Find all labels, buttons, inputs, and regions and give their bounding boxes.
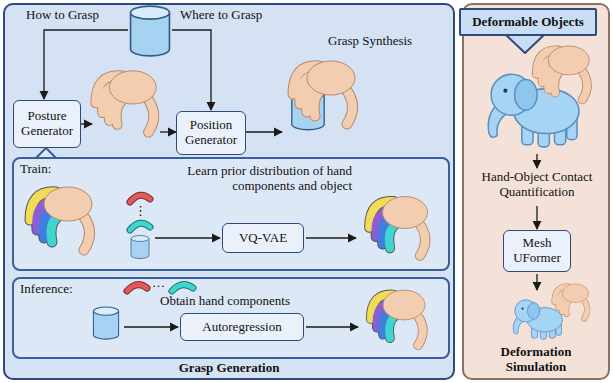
- hand-components: [369, 197, 427, 256]
- node-title: Position Generator: [181, 118, 241, 148]
- node-title: Mesh UFormer: [508, 236, 566, 266]
- elephant-object: [488, 74, 579, 147]
- flow-arrow: [536, 206, 537, 229]
- panel-ground: [462, 3, 610, 380]
- block-arrow: [505, 34, 545, 53]
- deformed-elephant: [513, 300, 562, 339]
- component-outline: [127, 285, 147, 291]
- panel-ground: [12, 277, 450, 359]
- group-panel: Grasp Generation Posture Generator Positio…: [3, 3, 455, 380]
- panel-ground: [12, 157, 450, 271]
- process-box: Mesh UFormer: [503, 230, 571, 272]
- hand-contact: [537, 46, 590, 100]
- input-box: Deformable Objects: [459, 8, 597, 36]
- hand-component: [130, 223, 150, 230]
- process-box: Autoregression: [180, 313, 304, 341]
- node-title: Grasp Generation: [5, 361, 453, 376]
- component-outline: [172, 285, 193, 291]
- node-note: Obtain hand components: [160, 294, 290, 309]
- hand-posture: [96, 71, 156, 132]
- group-panel: Deformation Simulation Deformable Objects…: [462, 3, 610, 380]
- flow-arrow: [155, 237, 220, 238]
- flow-arrow: [306, 237, 356, 238]
- node-title: Autoregression: [202, 320, 281, 335]
- stage-panel: Inference: Obtain hand componentsAutoregr…: [12, 277, 450, 359]
- flow-arrow: [536, 274, 537, 290]
- flow-arrow: [80, 123, 92, 124]
- process-box: Posture Generator: [13, 100, 81, 148]
- node-title: Posture Generator: [18, 109, 76, 139]
- hand-component: [130, 195, 150, 202]
- flow-arrow: [160, 131, 176, 132]
- object-cylinder: [131, 6, 170, 56]
- object-cylinder: [131, 236, 149, 259]
- hand-contact: [555, 284, 589, 319]
- annotation-label: Hand-Object Contact Quantification: [476, 170, 598, 200]
- hand-components: [30, 187, 92, 250]
- flow-arrow: [536, 154, 537, 168]
- process-box: Position Generator: [176, 111, 246, 155]
- flow-line: [172, 30, 211, 110]
- hand-components: [371, 290, 425, 345]
- node-title: VQ-VAE: [239, 231, 287, 246]
- component-outline: [130, 223, 150, 230]
- panel-ground: [3, 3, 455, 380]
- object-cylinder: [93, 307, 118, 339]
- flow-arrow: [246, 131, 282, 132]
- annotation-label: ⋮: [134, 204, 147, 219]
- node-title: Train:: [20, 162, 51, 177]
- flow-arrow: [306, 326, 358, 327]
- flow-arrow: [124, 326, 178, 327]
- hand-grasp: [293, 61, 355, 124]
- node-note: Learn prior distribution of hand compone…: [150, 164, 352, 194]
- stage-panel: Train: Learn prior distribution of hand c…: [12, 157, 450, 271]
- node-title: Inference:: [20, 282, 73, 297]
- node-title: Deformable Objects: [472, 15, 584, 30]
- hand-component: [172, 285, 193, 291]
- component-outline: [130, 195, 150, 202]
- annotation-label: How to Grasp: [26, 8, 99, 23]
- node-title: Deformation Simulation: [464, 345, 608, 375]
- process-box: VQ-VAE: [222, 223, 304, 253]
- annotation-label: Grasp Synthesis: [328, 34, 412, 49]
- annotation-label: Where to Grasp: [180, 8, 262, 23]
- hand-component: [127, 285, 147, 291]
